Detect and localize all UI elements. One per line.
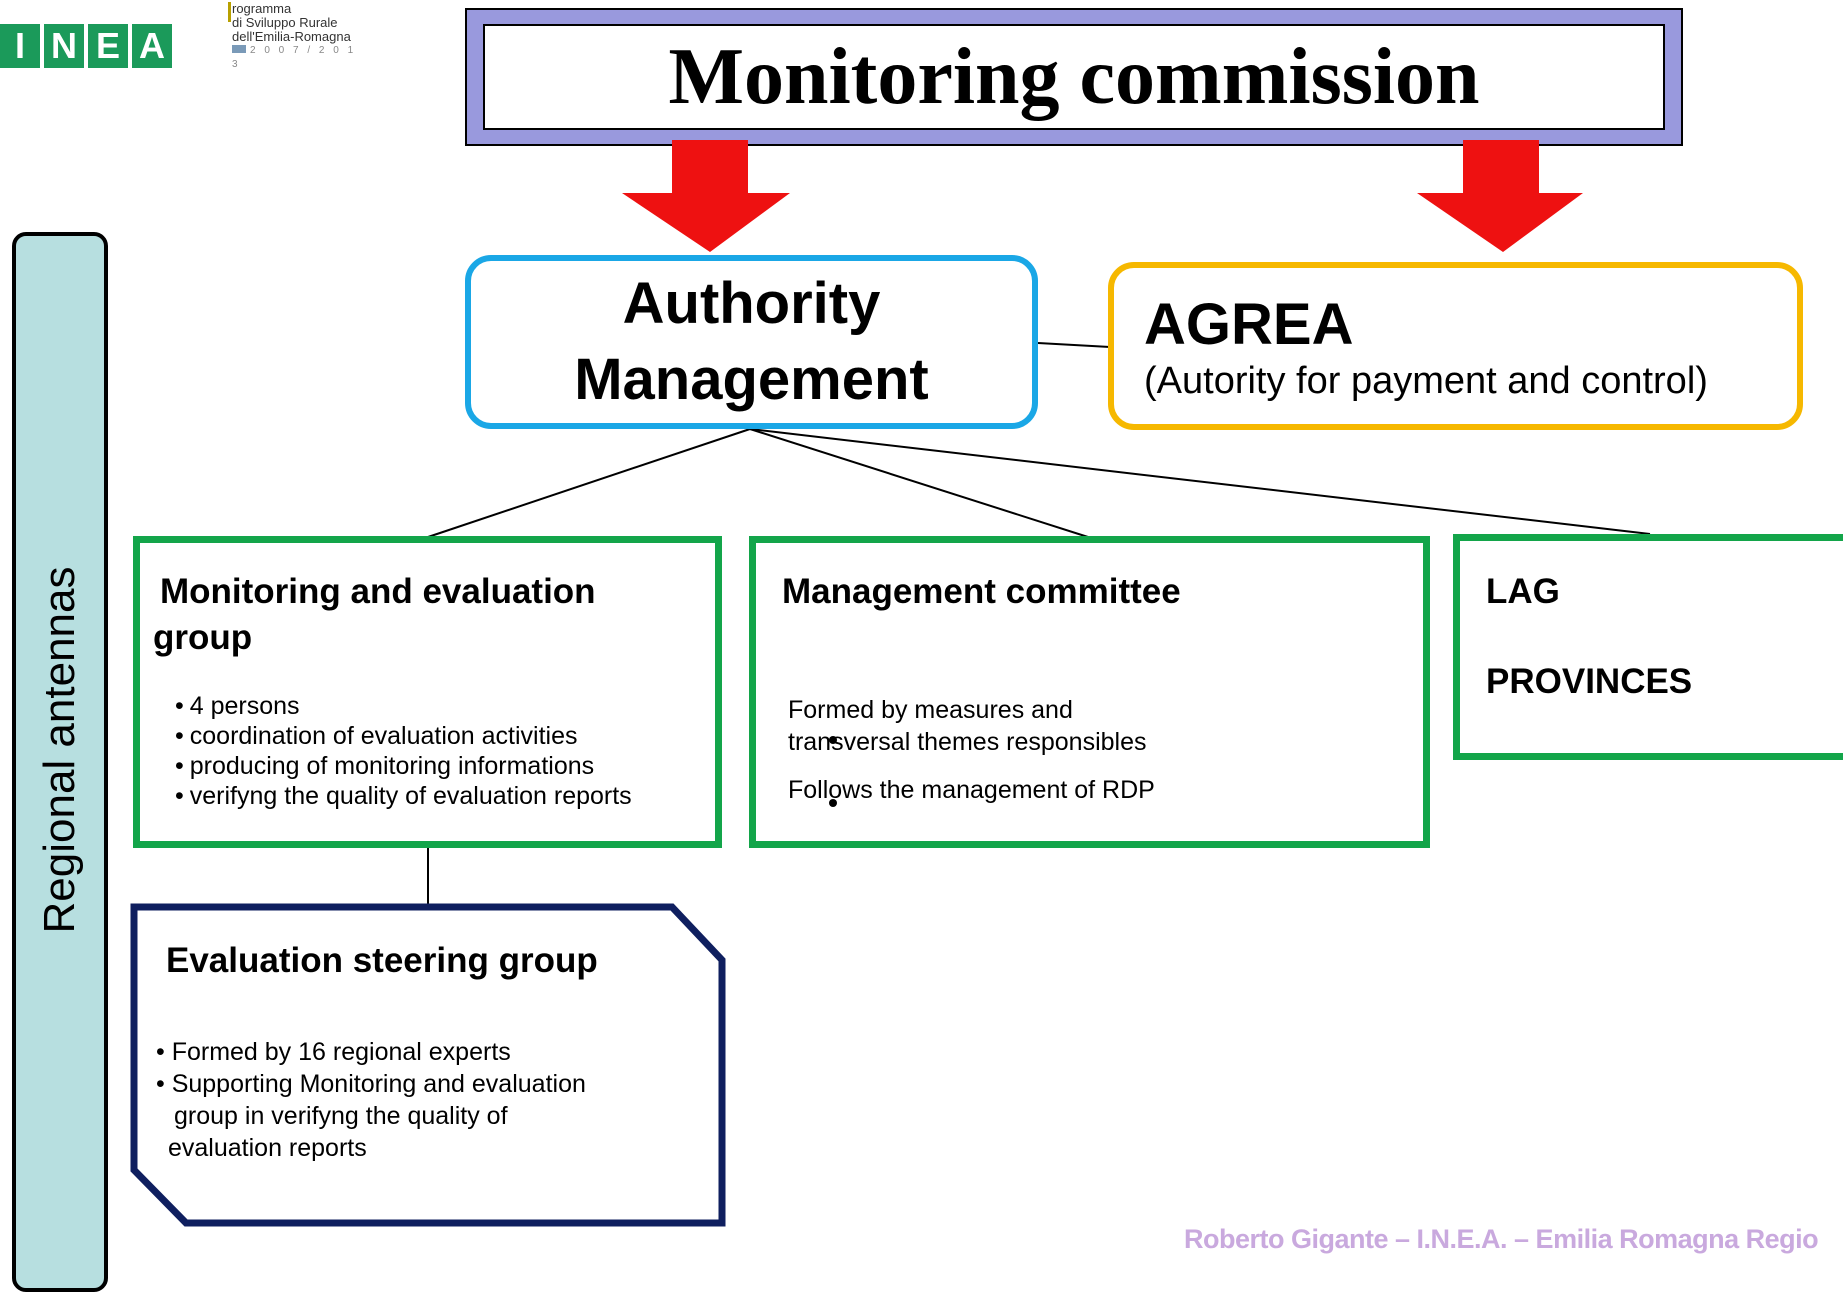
authority-management-box: Authority Management [465,255,1038,429]
steering-line: group in verifyng the quality of [174,1102,508,1130]
provinces-label: PROVINCES [1486,662,1693,701]
committee-line: Formed by measures and [788,696,1073,724]
monitoring-heading-line1: Monitoring and evaluation [160,572,596,611]
list-item: producing of monitoring informations [175,751,632,781]
lag-label: LAG [1486,572,1560,611]
monitoring-evaluation-group-box: Monitoring and evaluation group 4 person… [133,536,722,848]
authority-line1: Authority [622,271,881,336]
lag-provinces-box: LAG PROVINCES [1453,534,1843,760]
regional-antennas-label: Regional antennas [35,566,84,934]
steering-heading: Evaluation steering group [166,941,598,980]
logo-years-text: 2 0 0 7 / 2 0 1 3 [232,45,357,70]
authority-line2: Management [574,347,929,412]
steering-line: • Supporting Monitoring and evaluation [156,1070,586,1098]
inea-letter: N [44,24,84,68]
flag-icon [232,45,246,53]
steering-line: evaluation reports [168,1134,367,1162]
logo-line: dell'Emilia-Romagna [232,29,351,44]
list-item: coordination of evaluation activities [175,721,632,751]
logo-line: rogramma [232,1,292,16]
authority-monitoring-connector [427,428,751,538]
bullet-dot-icon [829,799,837,807]
page-title: Monitoring commission [483,24,1665,130]
committee-line: transversal themes responsibles [788,728,1147,756]
monitoring-bullet-list: 4 persons coordination of evaluation act… [175,691,632,811]
logo-mark-icon [228,2,231,22]
logo-years: 2 0 0 7 / 2 0 1 3 [232,44,362,72]
authority-lag-connector [749,428,1651,535]
bullet-dot-icon [829,736,837,744]
management-committee-box: Management committee Formed by measures … [749,536,1430,848]
agrea-box: AGREA (Autority for payment and control) [1108,262,1803,430]
inea-letter: A [132,24,172,68]
arrow-down-right-icon [1417,140,1583,252]
inea-letter: E [88,24,128,68]
footer-credit: Roberto Gigante – I.N.E.A. – Emilia Roma… [1184,1224,1819,1254]
rural-development-program-logo: rogramma di Sviluppo Rurale dell'Emilia-… [228,1,362,72]
inea-logo: I N E A [0,24,176,68]
agrea-title: AGREA [1144,292,1354,357]
regional-antennas-bar [12,232,108,1292]
list-item: verifyng the quality of evaluation repor… [175,781,632,811]
monitoring-heading-line2: group [153,618,253,657]
authority-agrea-connector [1037,342,1111,348]
list-item: 4 persons [175,691,632,721]
committee-line: Follows the management of RDP [788,776,1155,804]
agrea-subtitle: (Autority for payment and control) [1144,360,1708,402]
authority-committee-connector [749,428,1089,538]
steering-line: • Formed by 16 regional experts [156,1038,511,1066]
logo-line: di Sviluppo Rurale [232,15,338,30]
arrow-down-left-icon [622,140,790,252]
inea-letter: I [0,24,40,68]
committee-heading: Management committee [782,572,1181,611]
